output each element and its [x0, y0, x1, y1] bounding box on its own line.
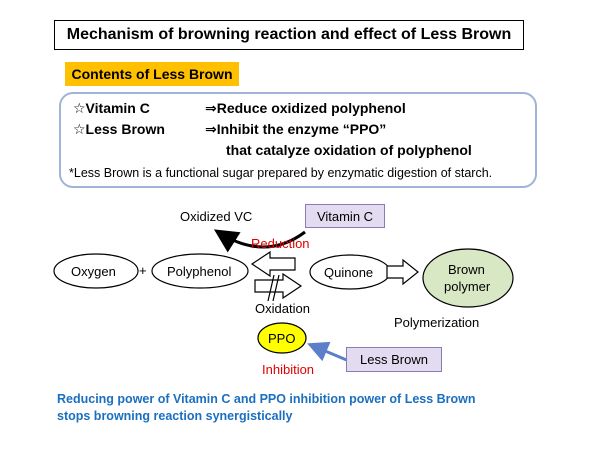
oxygen-ellipse — [53, 253, 139, 289]
contents-note: *Less Brown is a functional sugar prepar… — [69, 166, 493, 180]
reduction-label: Reduction — [251, 236, 310, 251]
oxidation-hollow-arrow — [254, 272, 303, 300]
inhibition-label: Inhibition — [262, 362, 315, 377]
quinone-label: Quinone — [324, 265, 374, 280]
oxidized-vc-label: Oxidized VC — [180, 209, 253, 224]
oxygen-label: Oxygen — [71, 264, 116, 279]
item-less-brown-effect-cont: that catalyze oxidation of polyphenol — [226, 142, 472, 158]
footer-line-2: stops browning reaction synergistically — [57, 409, 293, 423]
polymerization-hollow-arrow — [386, 258, 419, 286]
ppo-label: PPO — [268, 331, 296, 346]
item-vitamin-c-effect: ⇒Reduce oxidized polyphenol — [205, 100, 406, 116]
polymer-label: polymer — [444, 279, 491, 294]
less-brown-box: Less Brown — [346, 347, 442, 372]
polymerization-label: Polymerization — [394, 315, 480, 330]
contents-heading: Contents of Less Brown — [65, 62, 239, 86]
polyphenol-label: Polyphenol — [167, 264, 232, 279]
vitamin-c-box: Vitamin C — [305, 204, 385, 228]
page-title: Mechanism of browning reaction and effec… — [54, 20, 524, 50]
contents-panel: ☆Vitamin C ⇒Reduce oxidized polyphenol ☆… — [59, 92, 537, 188]
reduction-arrow — [213, 229, 306, 253]
brown-label: Brown — [448, 262, 485, 277]
item-vitamin-c-name: ☆Vitamin C — [73, 100, 150, 116]
plus-sign: + — [139, 263, 147, 278]
block-slash-2 — [272, 274, 280, 302]
footer-line-1: Reducing power of Vitamin C and PPO inhi… — [57, 392, 476, 406]
inhibition-arrow — [307, 341, 350, 363]
block-slash-1 — [267, 274, 275, 302]
reverse-hollow-arrow — [250, 250, 296, 278]
ppo-ellipse — [257, 322, 307, 354]
item-less-brown-effect: ⇒Inhibit the enzyme “PPO” — [205, 121, 387, 137]
brown-polymer-ellipse — [422, 248, 514, 308]
oxidation-label: Oxidation — [255, 301, 310, 316]
item-less-brown-name: ☆Less Brown — [73, 121, 165, 137]
polyphenol-ellipse — [151, 253, 249, 289]
